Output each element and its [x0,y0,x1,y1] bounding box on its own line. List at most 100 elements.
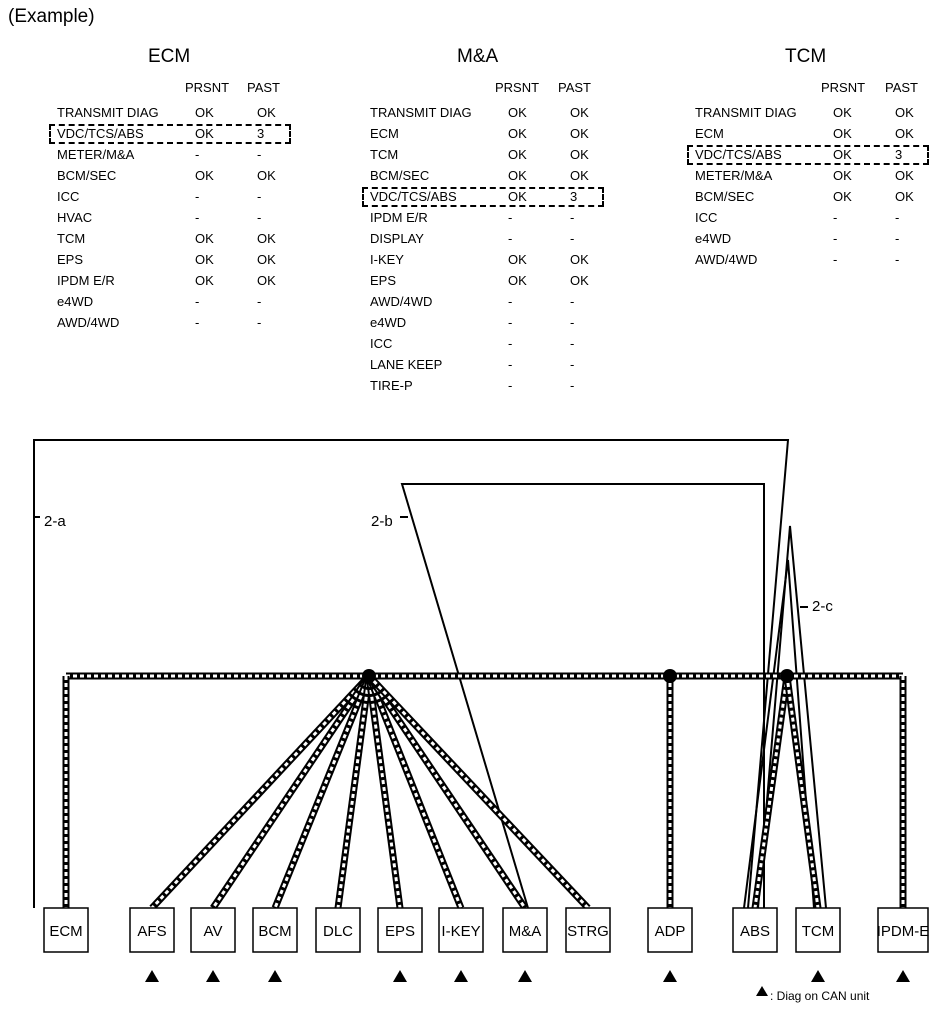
table-row: IPDM E/R - - [370,207,610,228]
row-past: - [570,315,575,330]
diag-path-2b [400,483,765,909]
row-past: - [895,210,900,225]
row-past: OK [895,168,914,183]
row-present: - [508,210,513,225]
row-label: e4WD [370,315,407,330]
node-label-av: AV [204,923,223,940]
row-label: TCM [370,147,399,162]
can-bus-branch-av-inner [211,675,371,909]
can-bus [62,669,907,911]
row-present: OK [833,189,852,204]
row-present: OK [833,168,852,183]
node-label-adp: ADP [655,923,686,940]
junction-tcm [780,669,794,683]
row-past: OK [257,168,276,183]
can-bus-branch-ikey [365,674,465,910]
row-label: ECM [370,126,399,141]
node-label-abs: ABS [740,923,770,940]
row-present: OK [833,105,852,120]
col-header-past: PAST [885,80,918,95]
table-title: M&A [457,46,499,67]
triangle-icon [663,970,677,982]
row-label: LANE KEEP [370,357,443,372]
row-present: OK [195,126,214,141]
row-label: IPDM E/R [370,210,428,225]
row-present: OK [508,252,527,267]
row-label: EPS [57,252,84,267]
row-label: HVAC [57,210,93,225]
row-present: OK [195,231,214,246]
row-label: VDC/TCS/ABS [695,147,782,162]
table-row: EPS OK OK [57,249,297,270]
row-label: AWD/4WD [370,294,433,309]
row-label: METER/M&A [57,147,135,162]
row-present: - [195,294,200,309]
node-box-av [190,907,236,953]
row-label: AWD/4WD [57,315,120,330]
row-label: BCM/SEC [370,168,430,183]
row-present: OK [833,147,852,162]
col-header-present: PRSNT [821,80,866,95]
path-label-2c: 2-c [812,598,833,615]
row-present: - [833,210,838,225]
row-past: - [257,147,262,162]
triangle-icon [896,970,910,982]
highlight-box [687,145,929,165]
row-present: - [195,189,200,204]
row-label: METER/M&A [695,168,773,183]
row-label: AWD/4WD [695,252,758,267]
table-row: DISPLAY-- [370,228,610,249]
junction-adp [663,669,677,683]
row-label: e4WD [695,231,732,246]
row-present: - [508,231,513,246]
row-past: - [257,189,262,204]
node-label-afs: AFS [137,923,166,940]
table-row: AWD/4WD-- [695,249,935,270]
row-past: OK [570,273,589,288]
row-present: OK [508,105,527,120]
triangle-icon [454,970,468,982]
node-box-ikey [438,907,484,953]
col-header-present: PRSNT [495,80,540,95]
row-label: TRANSMIT DIAG [57,105,159,120]
can-bus-branch-ma-inner [367,675,527,909]
row-present: OK [833,126,852,141]
row-past: - [570,336,575,351]
node-label-bcm: BCM [258,923,291,940]
row-past: OK [895,105,914,120]
row-label: BCM/SEC [57,168,117,183]
table-row: e4WD-- [57,291,297,312]
can-bus-branch-afs-inner [150,674,371,910]
row-past: OK [257,273,276,288]
diag-path-2c [757,525,827,909]
node-box-eps [377,907,423,953]
can-bus-branch-abs [751,675,791,909]
row-past: OK [570,105,589,120]
row-label: TIRE-P [370,378,413,393]
row-present: OK [195,252,214,267]
node-label-ma: M&A [509,923,542,940]
row-label: BCM/SEC [695,189,755,204]
triangle-icon [268,970,282,982]
row-label: ICC [370,336,393,351]
node-box-afs [129,907,175,953]
row-past: - [570,210,575,225]
row-past: OK [570,168,589,183]
table-row: AWD/4WD-- [370,291,610,312]
node-label-dlc: DLC [323,923,353,940]
table-title: TCM [785,46,827,67]
can-bus-branch-eps [365,675,404,909]
row-past: - [895,231,900,246]
row-past: OK [257,252,276,267]
table-row: ICC-- [57,186,297,207]
